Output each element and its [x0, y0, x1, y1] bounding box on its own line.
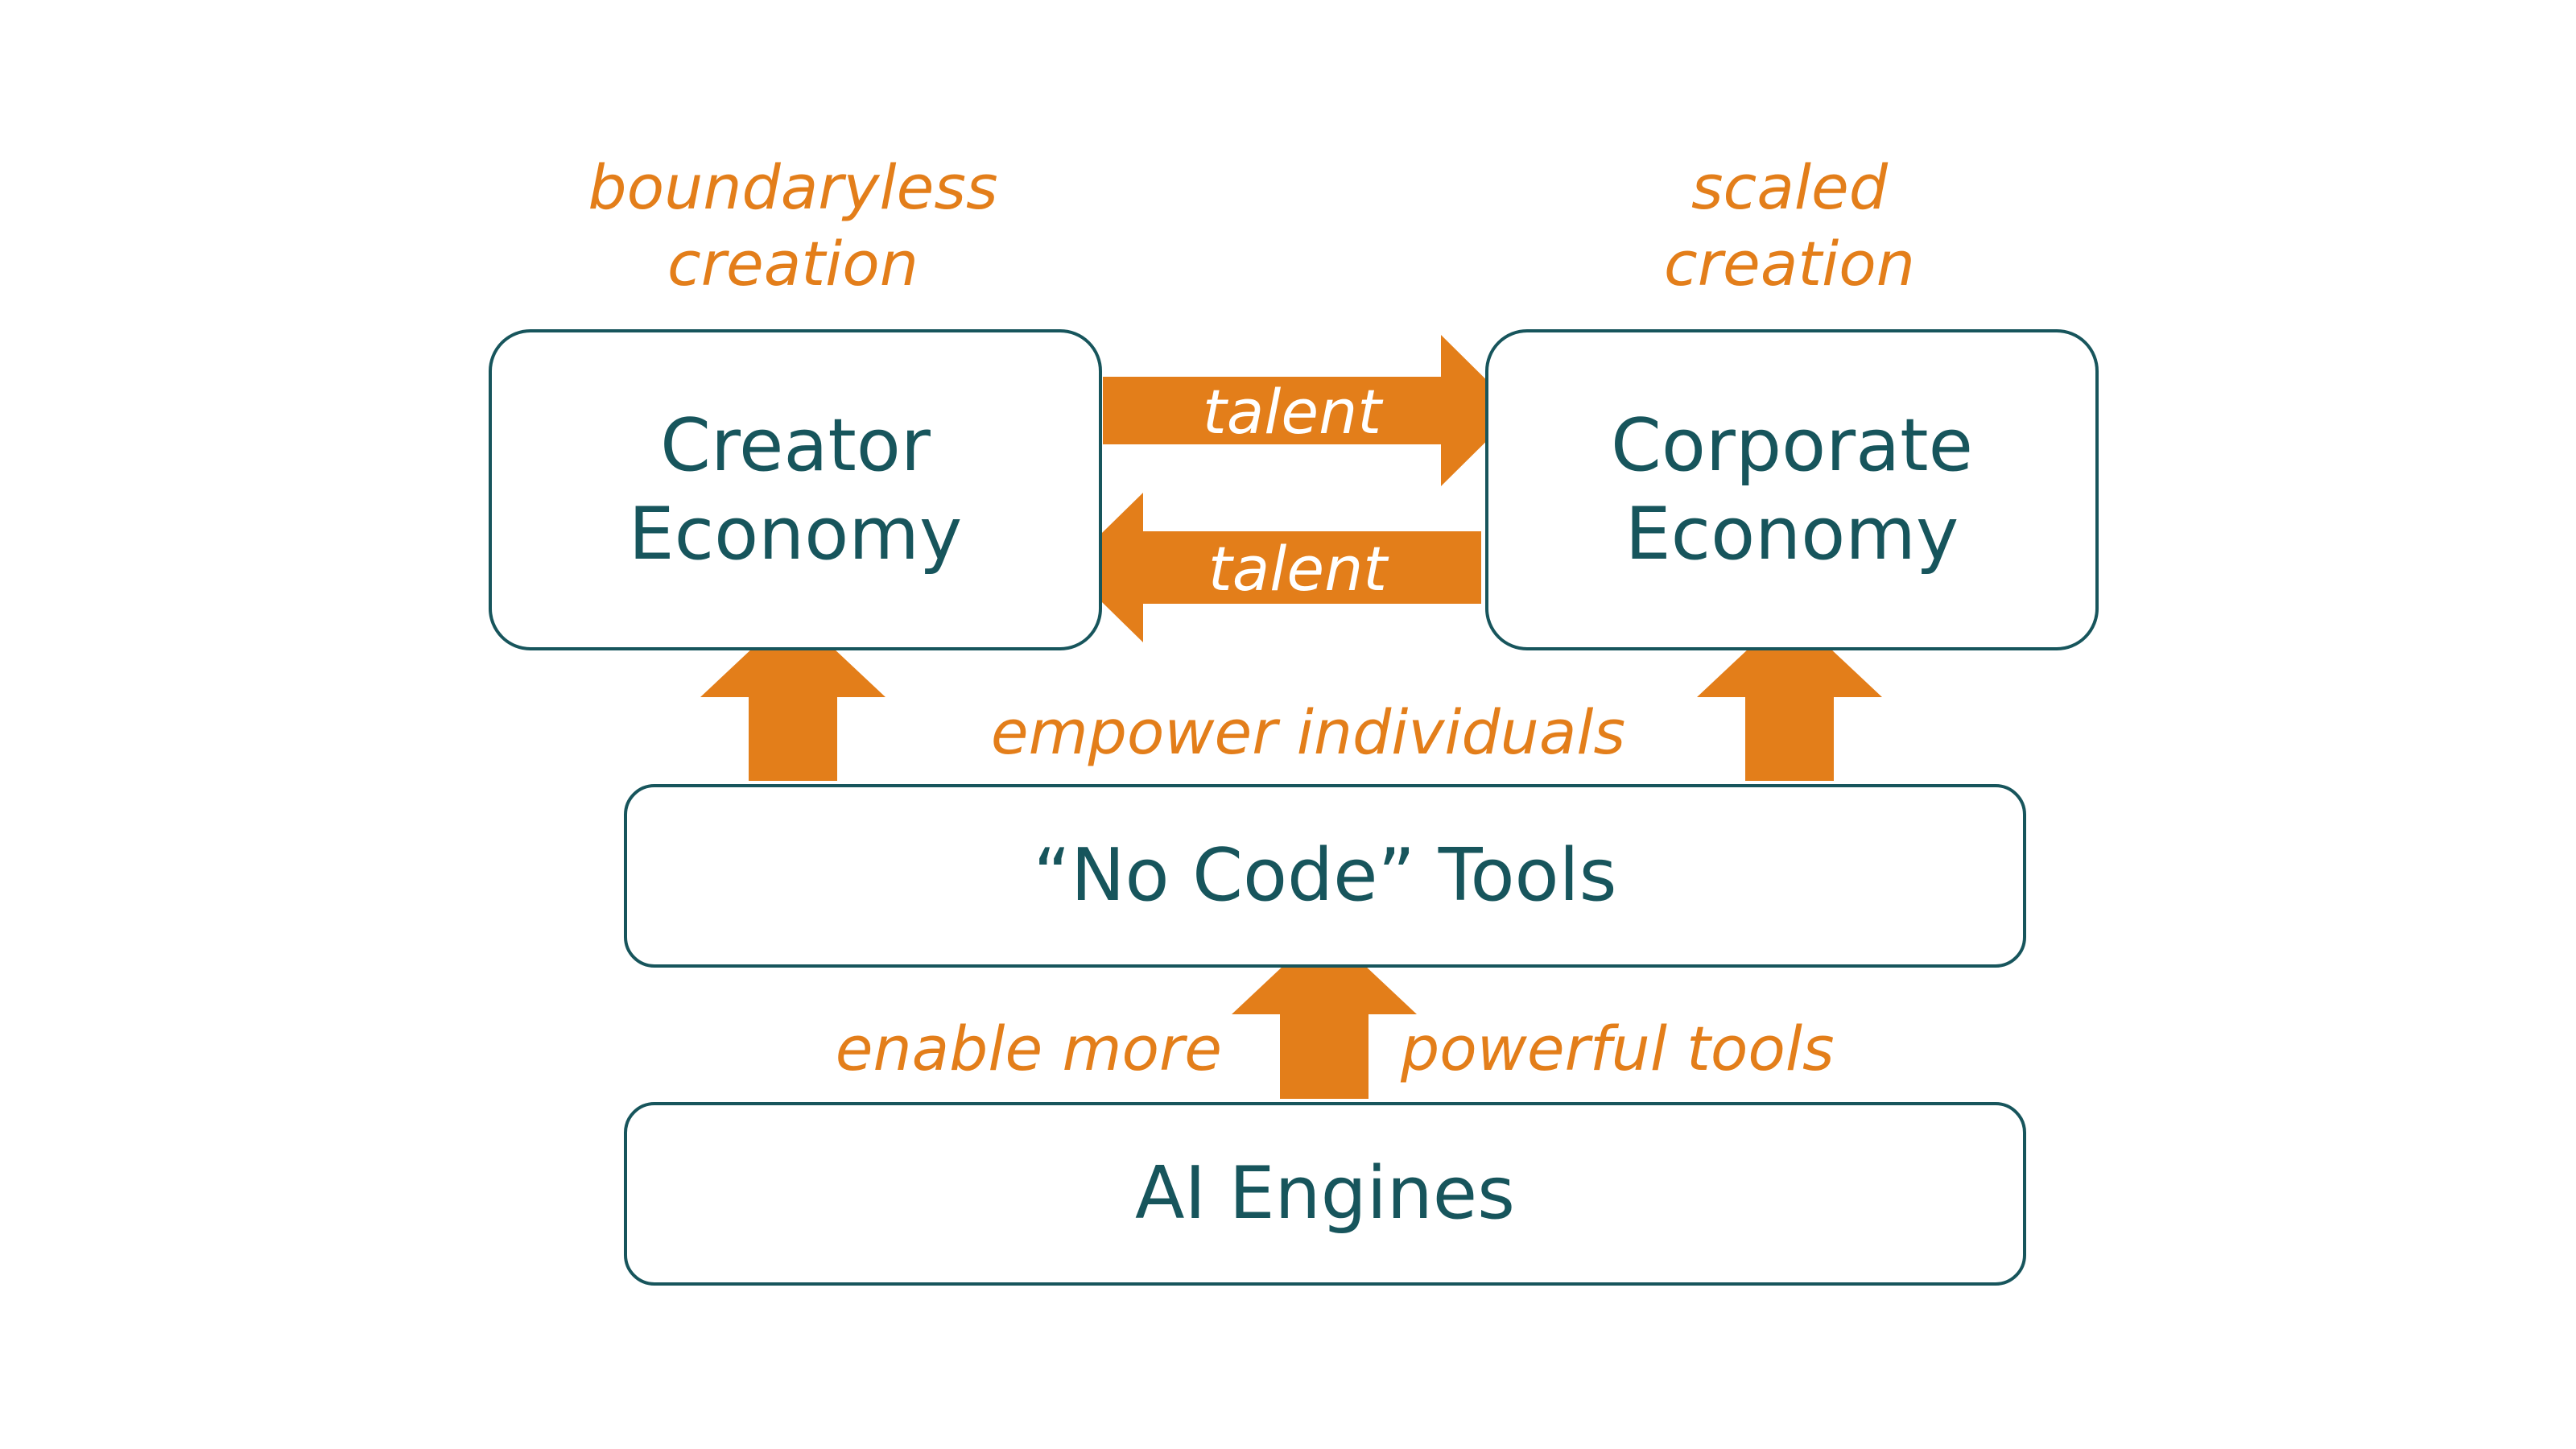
ai-engines-label: AI Engines — [1134, 1151, 1516, 1236]
tools-to-creator-arrow — [700, 610, 886, 781]
ai-engines-box: AI Engines — [624, 1102, 2026, 1286]
no-code-tools-box: “No Code” Tools — [624, 784, 2026, 968]
no-code-tools-label: “No Code” Tools — [1033, 833, 1617, 919]
talent-right-label: talent — [1202, 376, 1382, 448]
creator-economy-line2: Economy — [628, 491, 963, 576]
talent-right-arrow — [1103, 335, 1517, 486]
creator-economy-caption: boundaryless creation — [588, 149, 997, 302]
corporate-economy-line2: Economy — [1624, 491, 1959, 576]
powerful-tools-label: powerful tools — [1401, 1013, 1835, 1084]
corporate-caption-line2: creation — [1664, 228, 1915, 299]
corporate-caption-line1: scaled — [1690, 151, 1889, 223]
talent-left-arrow — [1067, 493, 1481, 642]
empower-individuals-label: empower individuals — [990, 696, 1626, 768]
creator-caption-line2: creation — [667, 228, 919, 299]
creator-economy-line1: Creator — [660, 402, 931, 488]
engines-to-tools-arrow — [1232, 927, 1417, 1099]
corporate-economy-box: Corporate Economy — [1485, 329, 2099, 650]
enable-more-label: enable more — [835, 1013, 1222, 1084]
tools-to-corporate-arrow — [1697, 610, 1882, 781]
talent-left-label: talent — [1208, 533, 1388, 605]
corporate-economy-caption: scaled creation — [1664, 149, 1915, 302]
corporate-economy-line1: Corporate — [1611, 402, 1973, 488]
creator-caption-line1: boundaryless — [588, 151, 998, 223]
creator-economy-box: Creator Economy — [489, 329, 1102, 650]
